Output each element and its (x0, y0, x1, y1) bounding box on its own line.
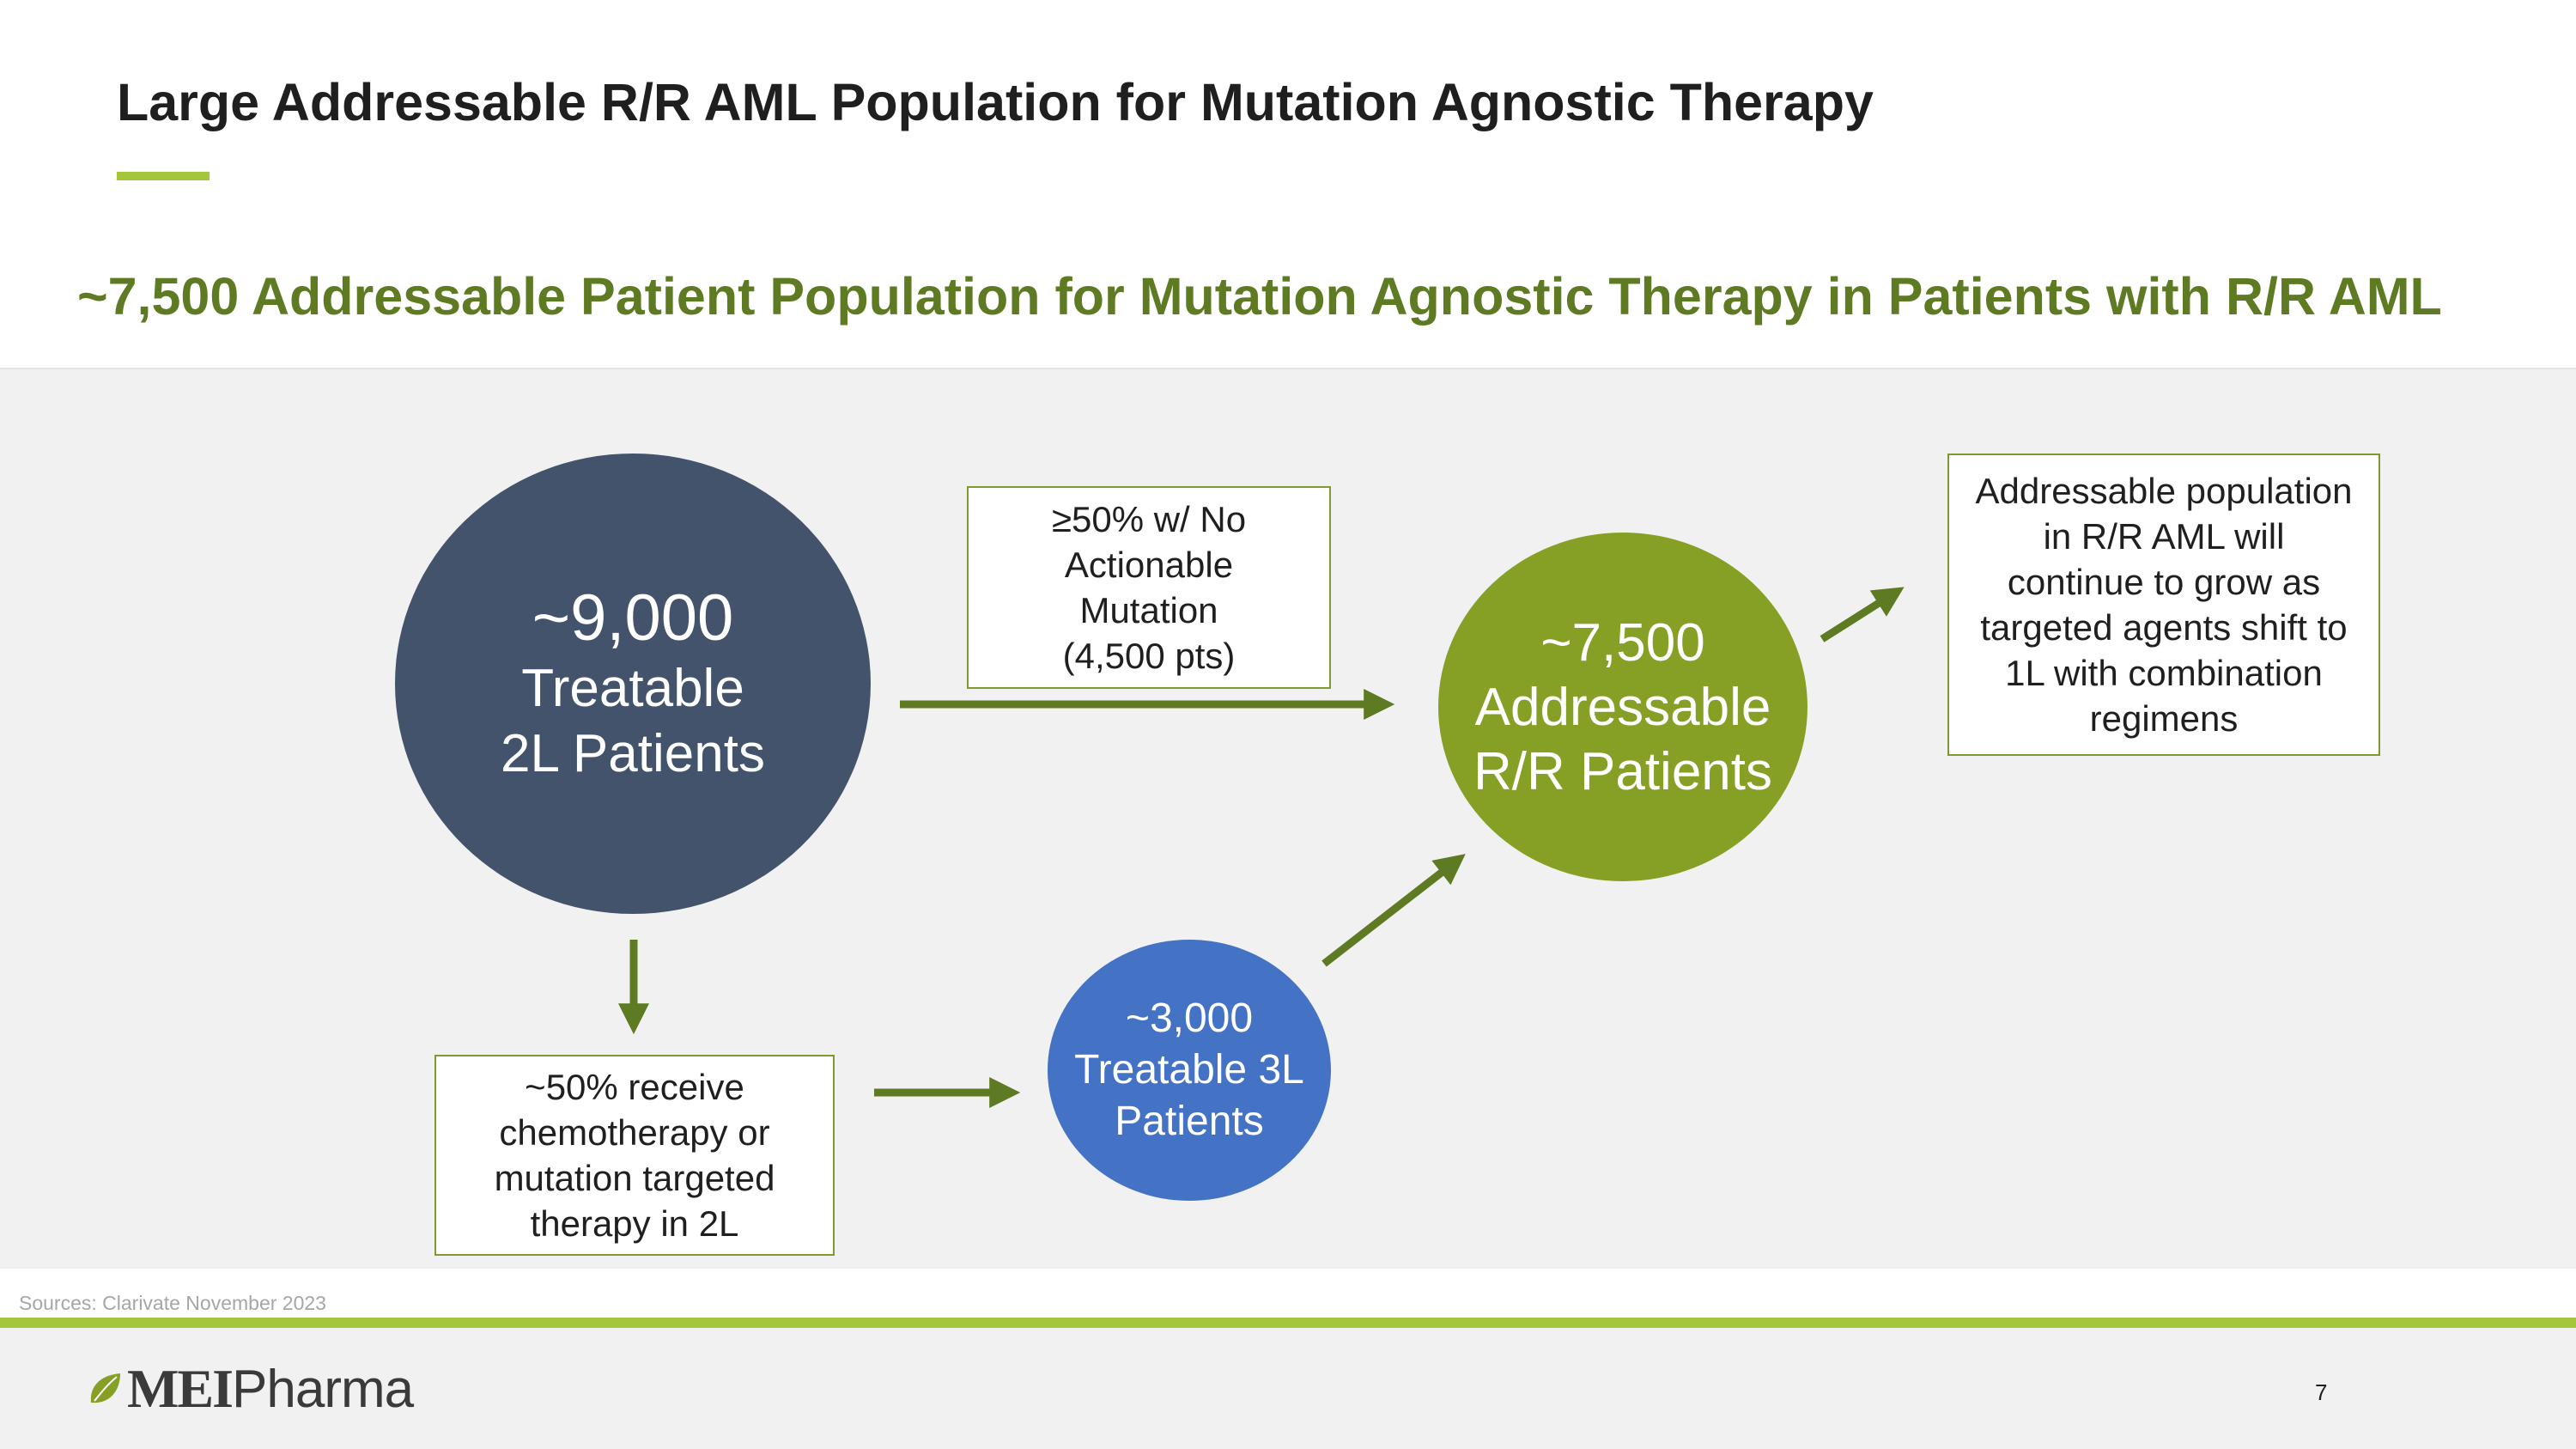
box-chemotherapy-2l: ~50% receive chemotherapy or mutation ta… (434, 1055, 835, 1256)
box-no-actionable-mutation: ≥50% w/ No Actionable Mutation (4,500 pt… (967, 486, 1331, 689)
box-line: therapy in 2L (530, 1203, 739, 1244)
circle-3l-value: ~3,000 (1125, 995, 1254, 1041)
box-line: continue to grow as (2007, 562, 2321, 602)
box-line: (4,500 pts) (1062, 636, 1236, 676)
circle-2l-line1: Treatable (521, 659, 744, 718)
box-line: Addressable population (1975, 471, 2353, 511)
company-logo: MEI Pharma (86, 1358, 414, 1419)
box-line: in R/R AML will (2043, 516, 2285, 557)
slide-subtitle: ~7,500 Addressable Patient Population fo… (77, 267, 2442, 326)
logo-mei-text: MEI (127, 1358, 234, 1419)
box-population-growth: Addressable population in R/R AML will c… (1947, 454, 2380, 756)
circle-3l-line1: Treatable 3L (1074, 1047, 1304, 1093)
box-line: chemotherapy or (499, 1112, 770, 1153)
box-line: 1L with combination (2005, 653, 2323, 693)
circle-3l-line2: Patients (1115, 1099, 1264, 1144)
box-line: Actionable (1064, 545, 1234, 585)
circle-rr-line2: R/R Patients (1473, 741, 1773, 801)
page-number: 7 (2315, 1379, 2328, 1405)
circle-2l-value: ~9,000 (532, 581, 734, 654)
circle-treatable-2l: ~9,000 Treatable 2L Patients (395, 454, 871, 914)
logo-pharma-text: Pharma (232, 1359, 414, 1419)
box-line: mutation targeted (494, 1158, 775, 1198)
arrow-3l-to-rr (1321, 854, 1466, 967)
title-underline (117, 172, 210, 180)
circle-addressable-rr: ~7,500 Addressable R/R Patients (1438, 533, 1807, 881)
sources-note: Sources: Clarivate November 2023 (19, 1292, 326, 1314)
box-line: regimens (2089, 698, 2239, 739)
leaf-icon (90, 1373, 120, 1403)
box-line: Mutation (1079, 590, 1218, 630)
circle-rr-line1: Addressable (1474, 677, 1771, 737)
slide-title: Large Addressable R/R AML Population for… (117, 73, 1874, 131)
footer-bar (0, 1328, 2576, 1449)
circle-rr-value: ~7,500 (1540, 612, 1705, 673)
circle-2l-line2: 2L Patients (501, 724, 765, 783)
circle-treatable-3l: ~3,000 Treatable 3L Patients (1048, 940, 1331, 1201)
box-line: targeted agents shift to (1980, 607, 2348, 648)
box-line: ≥50% w/ No (1051, 499, 1247, 539)
footer-rule (0, 1318, 2576, 1328)
box-line: ~50% receive (525, 1067, 744, 1107)
arrow-rr-to-grow (1820, 587, 1905, 642)
